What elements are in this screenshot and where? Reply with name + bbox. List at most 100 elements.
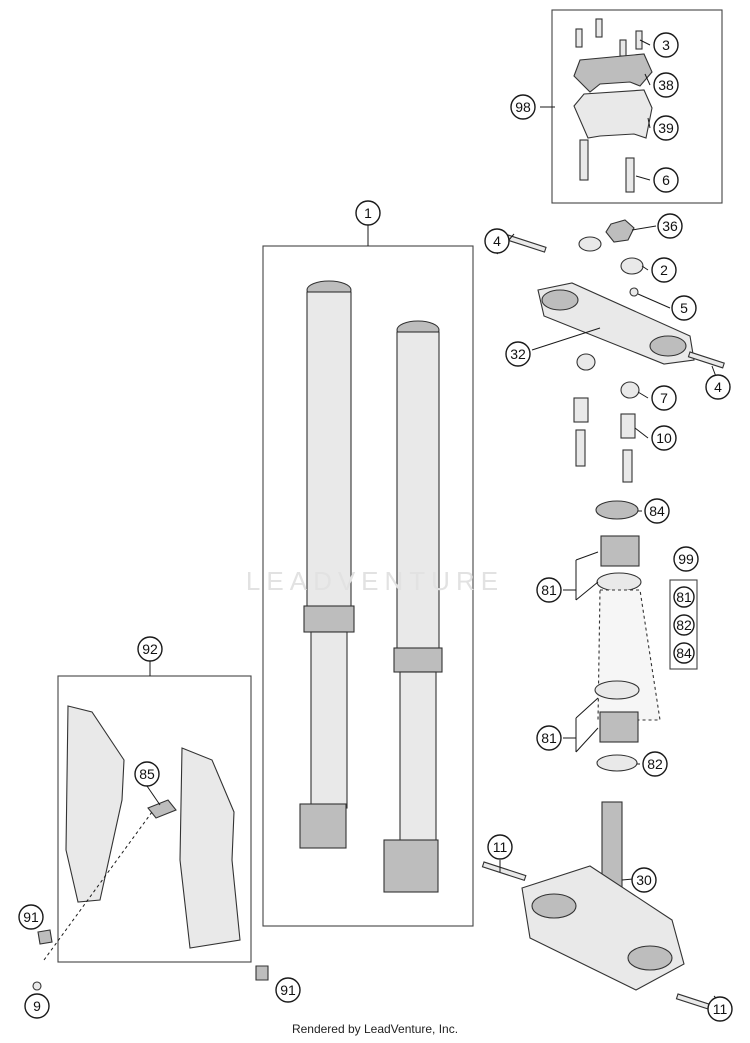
callout-92: 92 xyxy=(137,636,163,662)
svg-text:11: 11 xyxy=(493,839,508,855)
sleeve-left xyxy=(573,397,589,423)
pinch-bolt-top-right xyxy=(687,351,725,369)
nut-36 xyxy=(605,219,635,243)
seal-82 xyxy=(596,754,638,772)
callout-36: 36 xyxy=(657,213,683,239)
callout-10: 10 xyxy=(651,425,677,451)
svg-text:84: 84 xyxy=(649,503,665,519)
leader-lines xyxy=(43,39,719,1001)
lower-clamp-right-bore xyxy=(627,945,673,971)
lower-clamp-left-bore xyxy=(531,893,577,919)
svg-text:3: 3 xyxy=(662,37,670,53)
callout-38: 38 xyxy=(653,72,679,98)
top-clamp-right-bore xyxy=(649,335,687,357)
svg-text:81: 81 xyxy=(541,730,557,746)
kit-99-item-81: 81 xyxy=(673,586,695,608)
screw-5 xyxy=(629,287,639,297)
callout-81-lower: 81 xyxy=(536,725,562,751)
callout-82: 82 xyxy=(642,751,668,777)
callout-11-upper: 11 xyxy=(487,834,513,860)
callout-5: 5 xyxy=(671,295,697,321)
callout-2: 2 xyxy=(651,257,677,283)
callout-91-left: 91 xyxy=(18,904,44,930)
washer-top xyxy=(578,236,602,252)
callout-39: 39 xyxy=(653,115,679,141)
seal-84 xyxy=(595,500,639,520)
svg-text:7: 7 xyxy=(660,390,668,406)
svg-text:82: 82 xyxy=(647,756,663,772)
svg-text:85: 85 xyxy=(139,766,155,782)
svg-text:4: 4 xyxy=(493,233,501,249)
callout-4-right: 4 xyxy=(705,374,731,400)
guard-clip-85 xyxy=(147,799,177,819)
handlebar-clamp-top-38 xyxy=(573,53,653,93)
callout-11-lower: 11 xyxy=(707,996,733,1022)
callout-91-right: 91 xyxy=(275,977,301,1003)
svg-text:91: 91 xyxy=(23,909,39,925)
svg-text:32: 32 xyxy=(510,346,526,362)
svg-text:9: 9 xyxy=(33,998,41,1014)
svg-text:36: 36 xyxy=(662,218,678,234)
callout-84: 84 xyxy=(644,498,670,524)
bumper-left xyxy=(576,353,596,371)
svg-text:11: 11 xyxy=(713,1001,728,1017)
svg-text:99: 99 xyxy=(678,551,694,567)
svg-text:91: 91 xyxy=(280,982,296,998)
svg-text:82: 82 xyxy=(676,617,692,633)
bearing-upper xyxy=(600,535,640,567)
fork-guard-left xyxy=(65,705,125,903)
top-clamp-left-bore xyxy=(541,289,579,311)
steering-tube-ghost xyxy=(597,589,661,721)
screw-91-right xyxy=(255,965,269,981)
kit-99-item-82: 82 xyxy=(673,614,695,636)
bumper-7 xyxy=(620,381,640,399)
svg-text:5: 5 xyxy=(680,300,688,316)
callout-32: 32 xyxy=(505,341,531,367)
watermark-text: LEADVENTURE xyxy=(245,566,505,596)
callout-4-top: 4 xyxy=(484,228,510,254)
fork-guard-box xyxy=(57,675,252,963)
race-lower xyxy=(594,680,640,700)
callout-6: 6 xyxy=(653,167,679,193)
callout-30: 30 xyxy=(631,867,657,893)
washer-2 xyxy=(620,257,644,275)
fork-guard-right xyxy=(179,747,241,949)
lower-triple-clamp xyxy=(521,865,685,991)
callout-98: 98 xyxy=(510,94,536,120)
svg-text:39: 39 xyxy=(658,120,674,136)
handlebar-clamp-bottom-39 xyxy=(573,89,653,139)
callout-99: 99 xyxy=(673,546,699,572)
callout-1: 1 xyxy=(355,200,381,226)
bolt-right xyxy=(622,449,633,483)
bearing-lower xyxy=(599,711,639,743)
screw-91-left xyxy=(37,929,53,945)
svg-text:98: 98 xyxy=(515,99,531,115)
svg-text:4: 4 xyxy=(714,379,722,395)
svg-text:38: 38 xyxy=(658,77,674,93)
callout-9: 9 xyxy=(24,993,50,1019)
screw-9 xyxy=(32,981,42,991)
fork-leg-right xyxy=(383,320,443,893)
svg-text:10: 10 xyxy=(656,430,672,446)
bolts-6 xyxy=(579,139,635,193)
svg-text:30: 30 xyxy=(636,872,652,888)
callout-81-upper: 81 xyxy=(536,577,562,603)
svg-text:84: 84 xyxy=(676,645,692,661)
callout-85: 85 xyxy=(134,761,160,787)
bearing-kit-box xyxy=(669,579,698,670)
callout-3: 3 xyxy=(653,32,679,58)
kit-99-item-84: 84 xyxy=(673,642,695,664)
fork-leg-left xyxy=(299,280,355,849)
svg-text:2: 2 xyxy=(660,262,668,278)
callout-7: 7 xyxy=(651,385,677,411)
svg-text:81: 81 xyxy=(676,589,692,605)
footer-credit: Rendered by LeadVenture, Inc. xyxy=(291,1022,459,1036)
screws-3 xyxy=(575,18,643,57)
svg-text:92: 92 xyxy=(142,641,158,657)
bolt-left xyxy=(575,429,586,467)
sleeve-10 xyxy=(620,413,636,439)
pinch-bolt-top-left xyxy=(505,234,547,253)
svg-text:1: 1 xyxy=(364,205,372,221)
svg-text:81: 81 xyxy=(541,582,557,598)
